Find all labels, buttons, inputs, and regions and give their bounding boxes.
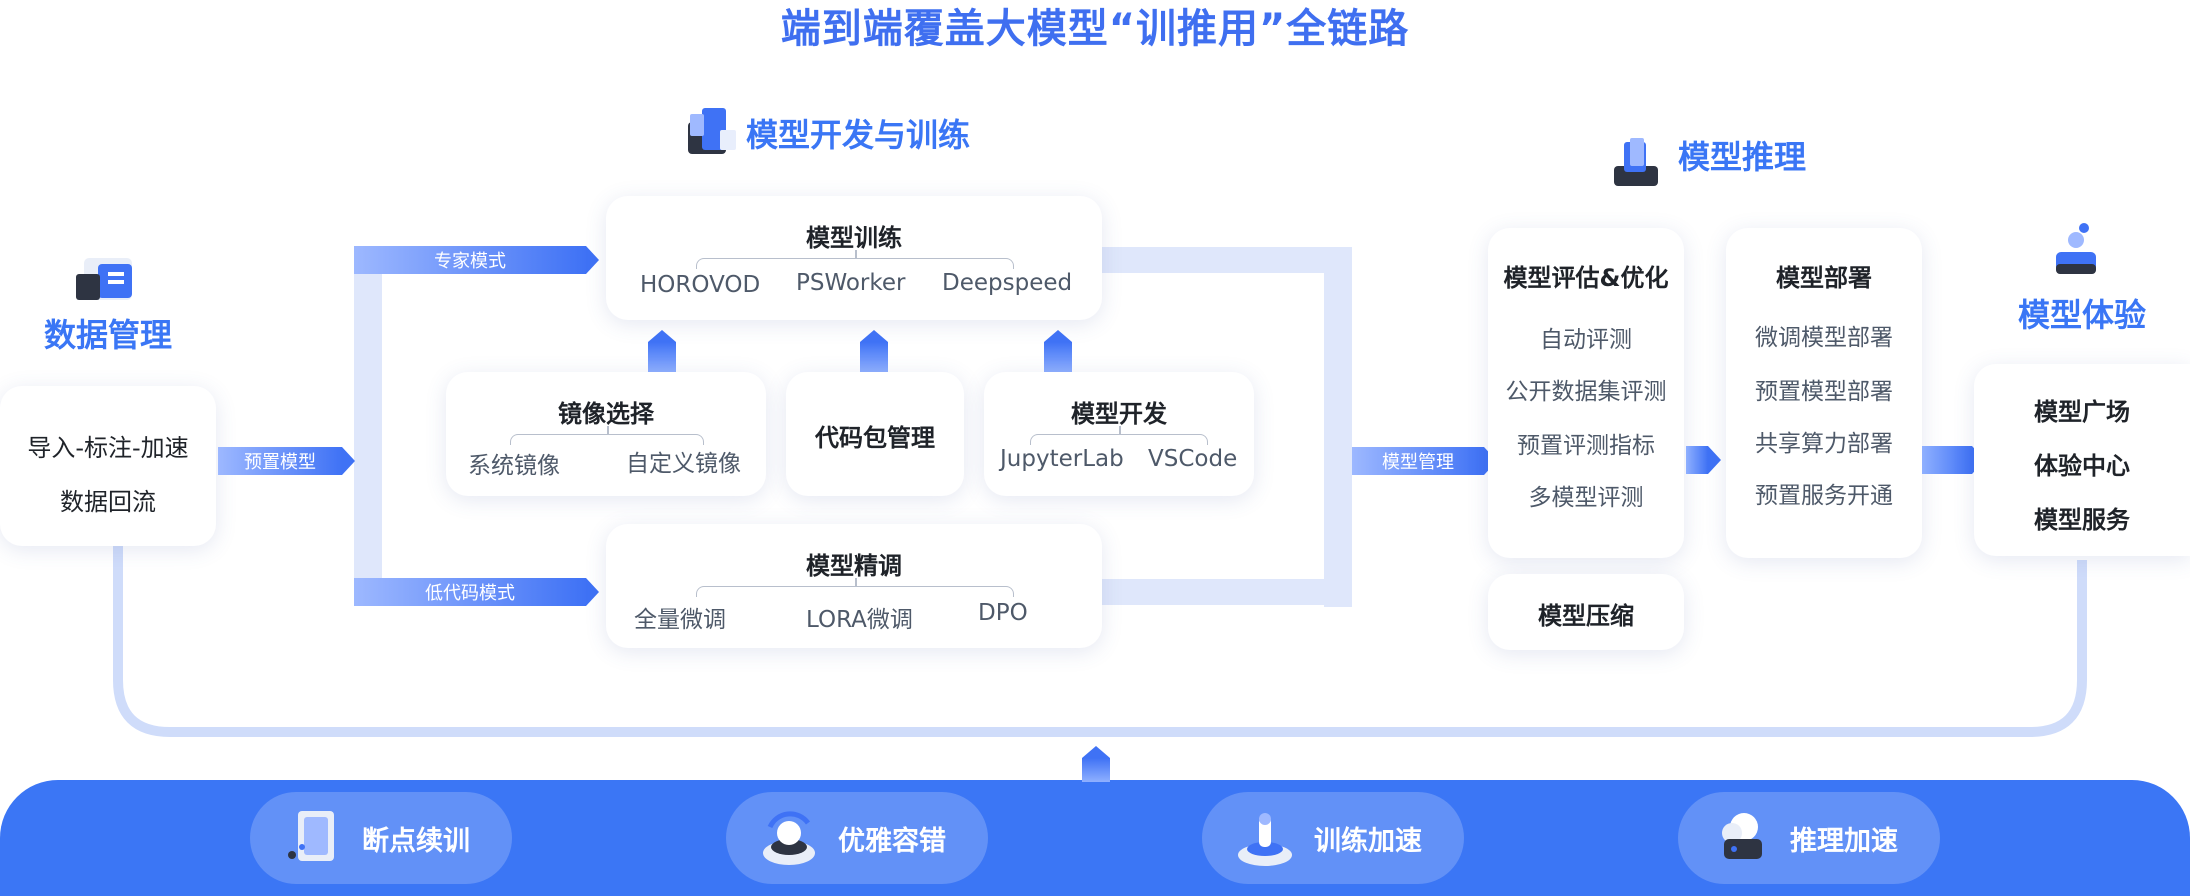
section-title-dev: 模型开发与训练 <box>746 116 971 154</box>
code-pkg-card: 代码包管理 <box>786 372 964 496</box>
user-experience-icon <box>2046 218 2110 286</box>
flow-lowcode: 低代码模式 <box>354 578 599 606</box>
capability-pill: 优雅容错 <box>726 792 988 884</box>
deploy-item: 微调模型部署 <box>1755 325 1893 351</box>
image-sel-title: 镜像选择 <box>558 400 654 428</box>
finetune-item: LORA微调 <box>806 607 913 633</box>
finetune-bracket <box>696 578 1014 597</box>
up-arrow <box>648 330 676 372</box>
capability-pill: 推理加速 <box>1678 792 1940 884</box>
experience-item: 体验中心 <box>2034 452 2130 480</box>
model-dev-item: VSCode <box>1148 446 1238 472</box>
experience-item: 模型广场 <box>2034 398 2130 426</box>
training-card: 模型训练 HOROVOD PSWorker Deepspeed <box>606 196 1102 320</box>
right-arrow <box>1922 446 1985 474</box>
database-box-icon <box>70 250 140 314</box>
train-accel-icon <box>1234 807 1296 869</box>
deploy-item: 预置模型部署 <box>1755 379 1893 405</box>
flow-mgmt: 模型管理 <box>1352 447 1497 475</box>
capability-label: 训练加速 <box>1314 825 1422 857</box>
eval-item: 预置评测指标 <box>1517 433 1655 459</box>
training-item: HOROVOD <box>640 272 761 298</box>
capability-label: 优雅容错 <box>838 825 946 857</box>
deploy-item: 预置服务开通 <box>1755 483 1893 509</box>
model-dev-card: 模型开发 JupyterLab VSCode <box>984 372 1254 496</box>
capability-label: 断点续训 <box>362 825 470 857</box>
data-line-2: 数据回流 <box>60 488 156 516</box>
capability-label: 推理加速 <box>1790 825 1898 857</box>
image-sel-bracket <box>510 426 704 445</box>
training-item: Deepspeed <box>942 270 1073 296</box>
checkpoint-icon <box>282 807 344 869</box>
capability-band <box>0 780 2190 896</box>
infer-accel-icon <box>1710 807 1772 869</box>
eval-item: 自动评测 <box>1540 327 1632 353</box>
finetune-item: 全量微调 <box>634 607 726 633</box>
experience-item: 模型服务 <box>2034 506 2130 534</box>
experience-card: 模型广场 体验中心 模型服务 <box>1974 364 2190 556</box>
page-title: 端到端覆盖大模型“训推用”全链路 <box>780 6 1410 52</box>
image-sel-item: 系统镜像 <box>468 453 560 479</box>
up-arrow <box>860 330 888 372</box>
training-bracket <box>696 250 1014 269</box>
section-title-data: 数据管理 <box>44 316 173 354</box>
deploy-title: 模型部署 <box>1776 264 1872 292</box>
model-dev-bracket <box>1030 426 1208 445</box>
connector-lines <box>113 247 2087 737</box>
eval-item: 公开数据集评测 <box>1505 379 1667 405</box>
section-title-exp: 模型体验 <box>2018 296 2147 334</box>
section-title-infer: 模型推理 <box>1678 138 1807 176</box>
flow-expert: 专家模式 <box>354 246 599 274</box>
finetune-card: 模型精调 全量微调 LORA微调 DPO <box>606 524 1102 648</box>
server-stack-icon <box>1610 136 1664 194</box>
training-item: PSWorker <box>796 270 906 296</box>
eval-item: 多模型评测 <box>1528 485 1644 511</box>
finetune-item: DPO <box>978 600 1028 626</box>
cube-stack-icon <box>680 100 744 168</box>
model-dev-title: 模型开发 <box>1071 400 1167 428</box>
deploy-item: 共享算力部署 <box>1755 431 1893 457</box>
code-pkg-title: 代码包管理 <box>815 424 935 452</box>
up-arrow <box>1082 746 1110 782</box>
capability-pill: 训练加速 <box>1202 792 1464 884</box>
model-dev-item: JupyterLab <box>1000 446 1124 472</box>
right-arrow <box>1686 446 1721 474</box>
image-sel-card: 镜像选择 系统镜像 自定义镜像 <box>446 372 766 496</box>
data-line-1: 导入-标注-加速 <box>27 434 189 462</box>
compress-card: 模型压缩 <box>1488 574 1684 650</box>
up-arrow <box>1044 330 1072 372</box>
eval-card: 模型评估&优化 自动评测 公开数据集评测 预置评测指标 多模型评测 <box>1488 228 1684 558</box>
finetune-title: 模型精调 <box>806 552 902 580</box>
training-title: 模型训练 <box>806 224 902 252</box>
fault-tolerance-icon <box>758 807 820 869</box>
data-card: 导入-标注-加速 数据回流 <box>0 386 216 546</box>
deploy-card: 模型部署 微调模型部署 预置模型部署 共享算力部署 预置服务开通 <box>1726 228 1922 558</box>
flow-preset: 预置模型 <box>218 447 355 475</box>
capability-pill: 断点续训 <box>250 792 512 884</box>
image-sel-item: 自定义镜像 <box>626 451 741 477</box>
compress-title: 模型压缩 <box>1538 602 1634 630</box>
eval-title: 模型评估&优化 <box>1503 264 1669 292</box>
